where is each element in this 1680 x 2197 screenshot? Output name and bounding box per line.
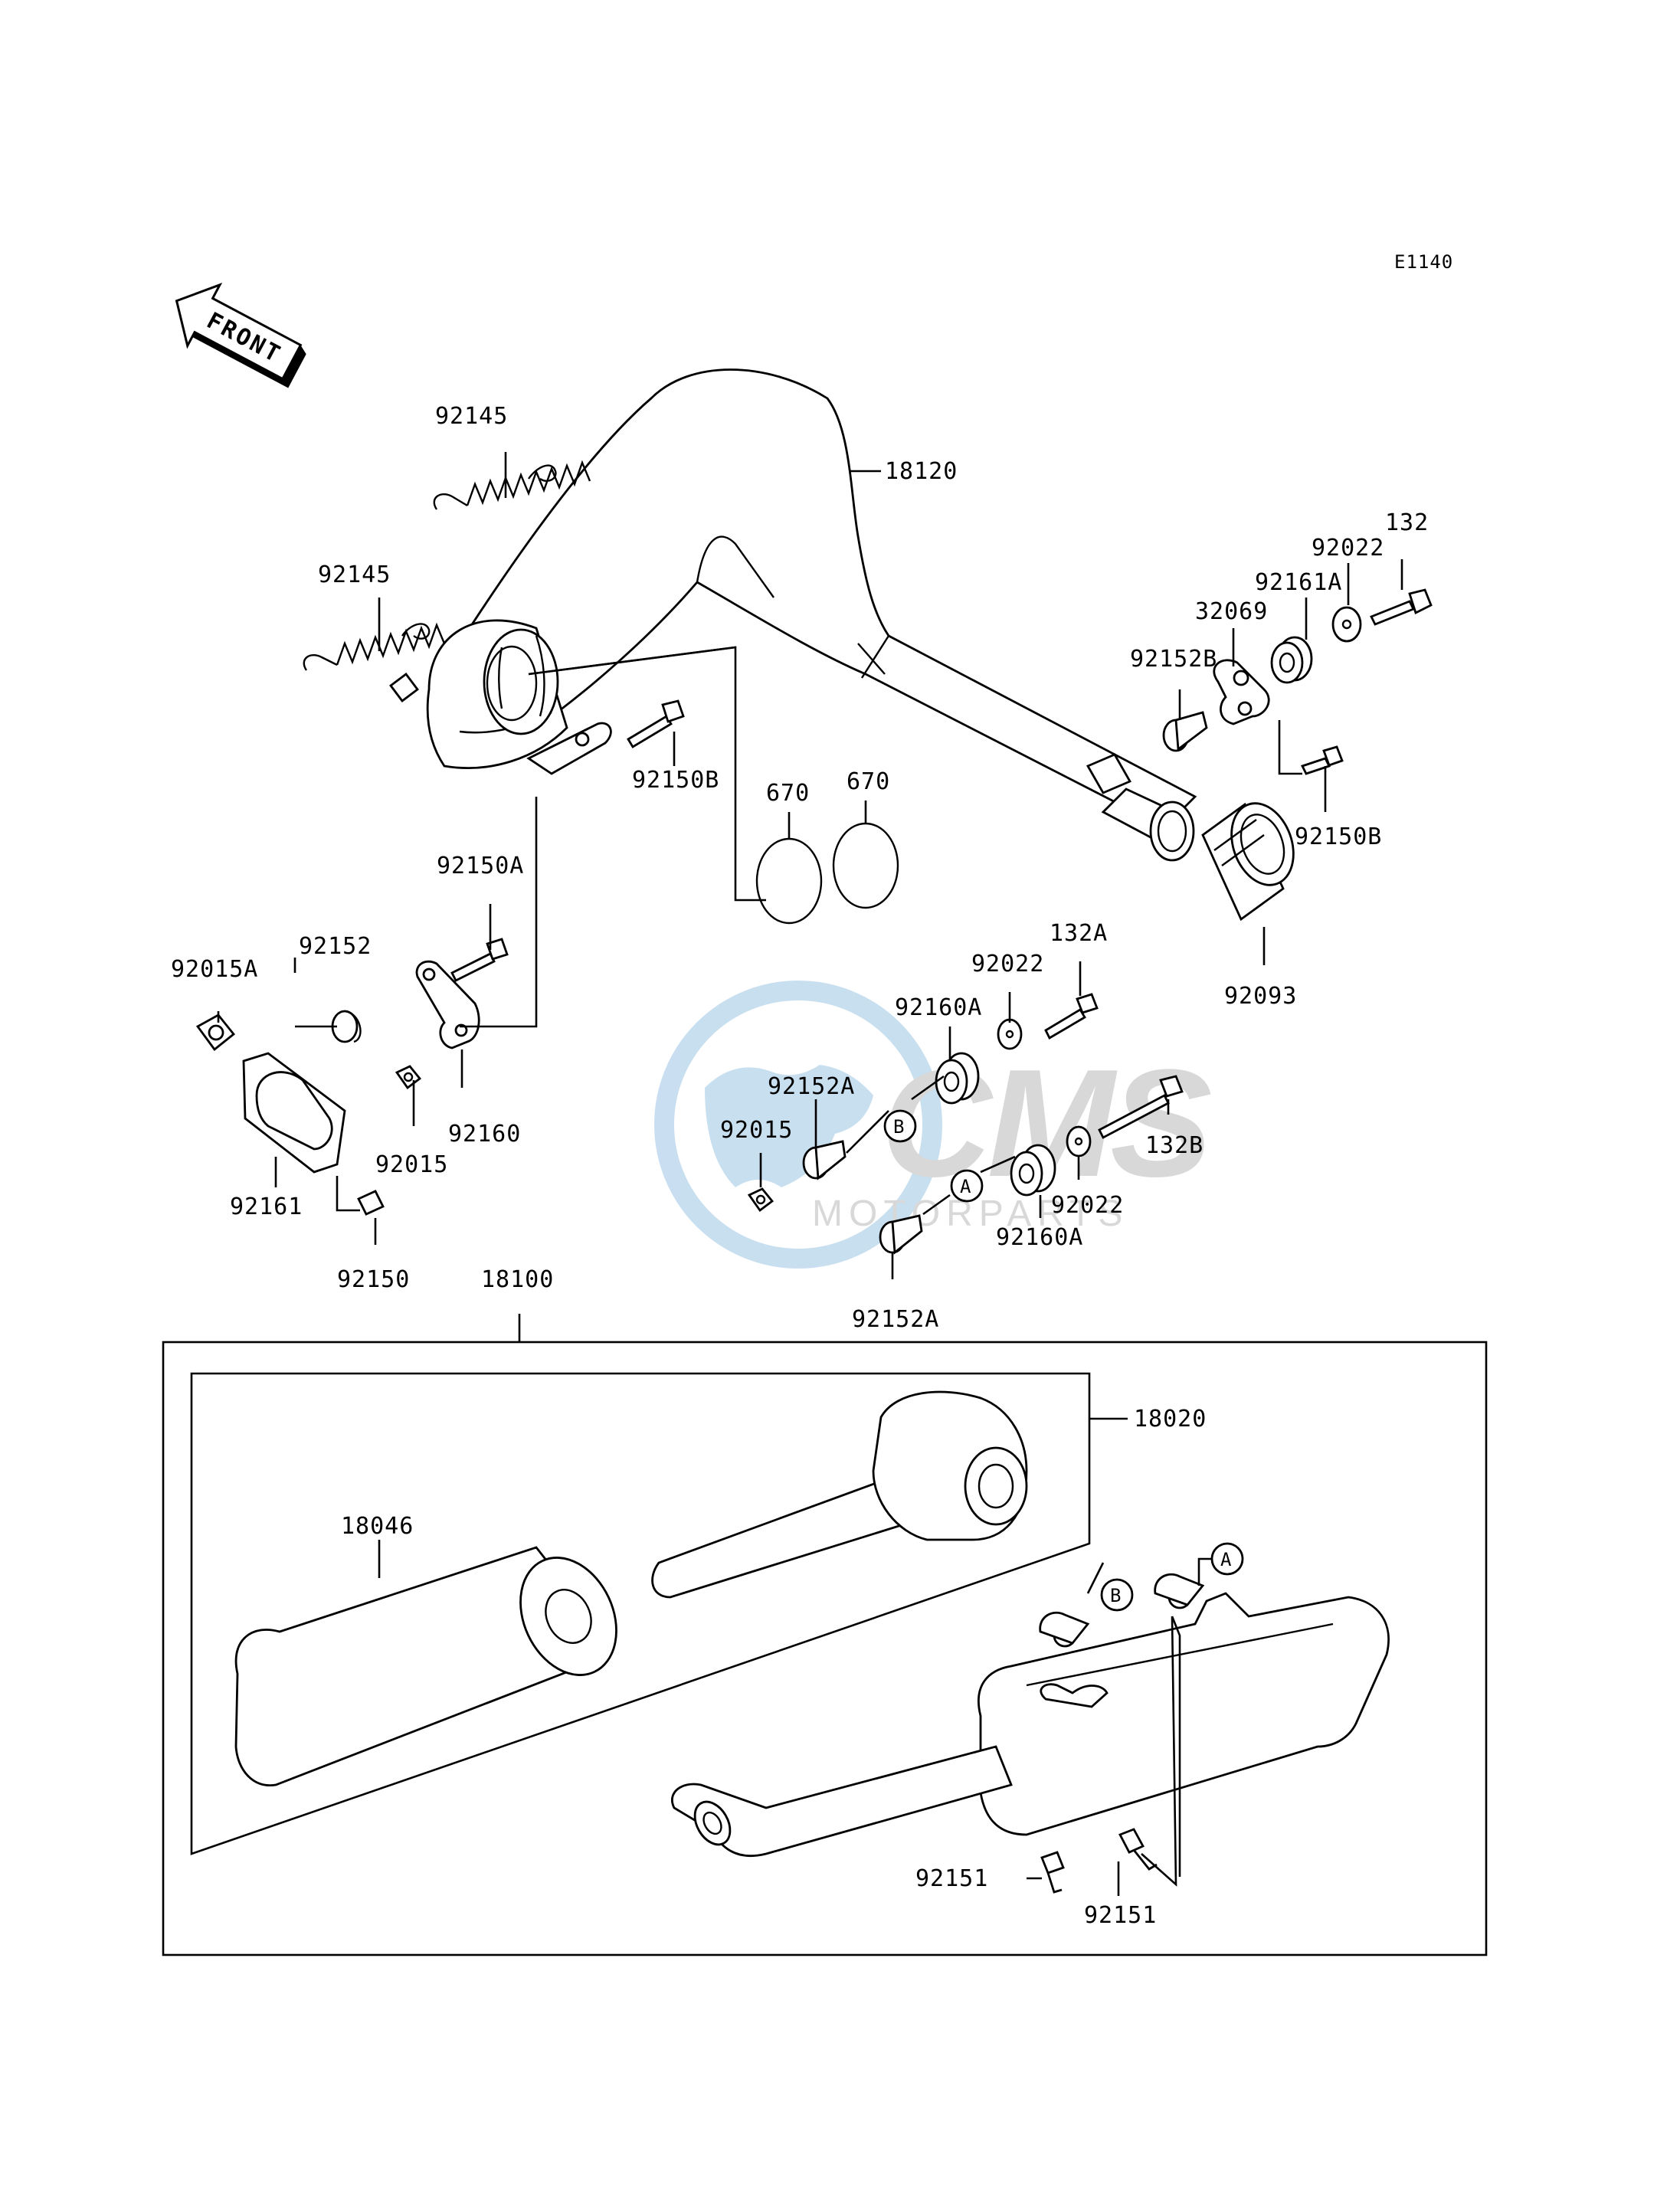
part-label-92145-upper: 92145: [435, 403, 508, 430]
part-label-18120: 18120: [885, 458, 958, 485]
part-label-18020: 18020: [1134, 1406, 1207, 1432]
part-label-18100: 18100: [481, 1266, 554, 1293]
bolt-92150B-left: [627, 699, 685, 748]
marker-A-center-label: A: [960, 1176, 971, 1197]
part-label-92150A: 92150A: [437, 853, 524, 879]
marker-A-center: A: [950, 1169, 984, 1203]
part-number-labels: 18120 92145 92145 132 92022 92161A 32069…: [171, 403, 1429, 1929]
grommet-92160A-lower: [1010, 1144, 1056, 1197]
part-label-92152: 92152: [299, 933, 372, 960]
leader-lines: [217, 452, 1402, 1896]
part-label-670-right: 670: [847, 768, 890, 795]
bolt-132: [1370, 588, 1433, 626]
part-label-132B: 132B: [1145, 1132, 1204, 1159]
collar-92152A-upper: [802, 1140, 847, 1180]
washer-92022-mid: [997, 1018, 1023, 1050]
grommet-92161A: [1270, 636, 1313, 684]
marker-A-muffler: A: [1210, 1542, 1244, 1576]
connector-92093: [1201, 802, 1295, 922]
part-label-92022-low: 92022: [1051, 1192, 1124, 1219]
part-label-92150B-right: 92150B: [1295, 823, 1382, 850]
muffler-body: [671, 1573, 1390, 1858]
part-label-92152A-lower: 92152A: [852, 1306, 939, 1333]
marker-A-muffler-label: A: [1220, 1549, 1232, 1570]
part-label-92022-mid: 92022: [971, 951, 1044, 977]
o-ring-670-left: [755, 837, 823, 925]
spring-92145-upper: [433, 460, 591, 510]
nut-92015A: [195, 1013, 235, 1052]
washer-92022-low: [1066, 1125, 1092, 1157]
part-label-92022-top: 92022: [1312, 535, 1384, 562]
part-label-92015-left: 92015: [375, 1151, 448, 1178]
bolt-92150A: [450, 938, 509, 982]
marker-B-center-label: B: [893, 1116, 905, 1138]
collar-92152B: [1162, 711, 1208, 752]
silencer-assembly-box: [162, 1341, 1488, 1956]
part-label-92161: 92161: [230, 1193, 303, 1220]
part-label-92015-center: 92015: [720, 1117, 793, 1144]
marker-B-center: B: [883, 1109, 917, 1143]
plate-92161: [242, 1052, 346, 1174]
spring-92145-lower: [303, 622, 446, 671]
part-label-132: 132: [1385, 509, 1429, 536]
part-label-92151-right: 92151: [1084, 1902, 1157, 1929]
part-label-92160A-lower: 92160A: [996, 1224, 1083, 1251]
part-label-670-left: 670: [766, 780, 810, 807]
part-label-92151-left: 92151: [915, 1865, 988, 1892]
part-label-92145-lower: 92145: [318, 562, 391, 588]
bolt-92151-left: [1040, 1851, 1065, 1894]
part-label-92152B: 92152B: [1130, 646, 1217, 673]
marker-B-muffler-label: B: [1110, 1585, 1122, 1606]
bracket-32069: [1213, 659, 1270, 725]
bolt-92150: [357, 1190, 385, 1216]
part-label-18046: 18046: [341, 1513, 414, 1540]
collar-92152A-lower: [879, 1214, 923, 1255]
front-direction-arrow: FRONT: [175, 283, 306, 388]
part-label-92093: 92093: [1224, 983, 1297, 1010]
washer-92022-top: [1331, 606, 1362, 643]
nut-92015-center: [747, 1187, 775, 1212]
exhaust-pipe-chamber: [389, 368, 1197, 862]
diagram-code: E1140: [1394, 251, 1453, 273]
nut-92015-left: [395, 1065, 422, 1089]
part-label-132A: 132A: [1050, 920, 1108, 947]
packing-18046: [234, 1546, 617, 1787]
part-label-32069: 32069: [1195, 598, 1268, 625]
bolt-132A: [1044, 993, 1099, 1040]
part-label-92150: 92150: [337, 1266, 410, 1293]
bolt-92151-right: [1118, 1828, 1158, 1871]
part-label-92160: 92160: [448, 1121, 521, 1148]
inner-pipe-18020: [651, 1390, 1028, 1599]
part-label-92161A: 92161A: [1255, 569, 1342, 596]
marker-B-muffler: B: [1100, 1578, 1134, 1612]
part-label-92160A-upper: 92160A: [895, 994, 982, 1021]
o-ring-670-right: [832, 822, 899, 909]
part-label-92015A: 92015A: [171, 956, 258, 983]
part-label-92152A-upper: 92152A: [768, 1073, 855, 1100]
part-label-92150B-left: 92150B: [632, 767, 719, 794]
bolt-92150B-right: [1301, 745, 1344, 775]
